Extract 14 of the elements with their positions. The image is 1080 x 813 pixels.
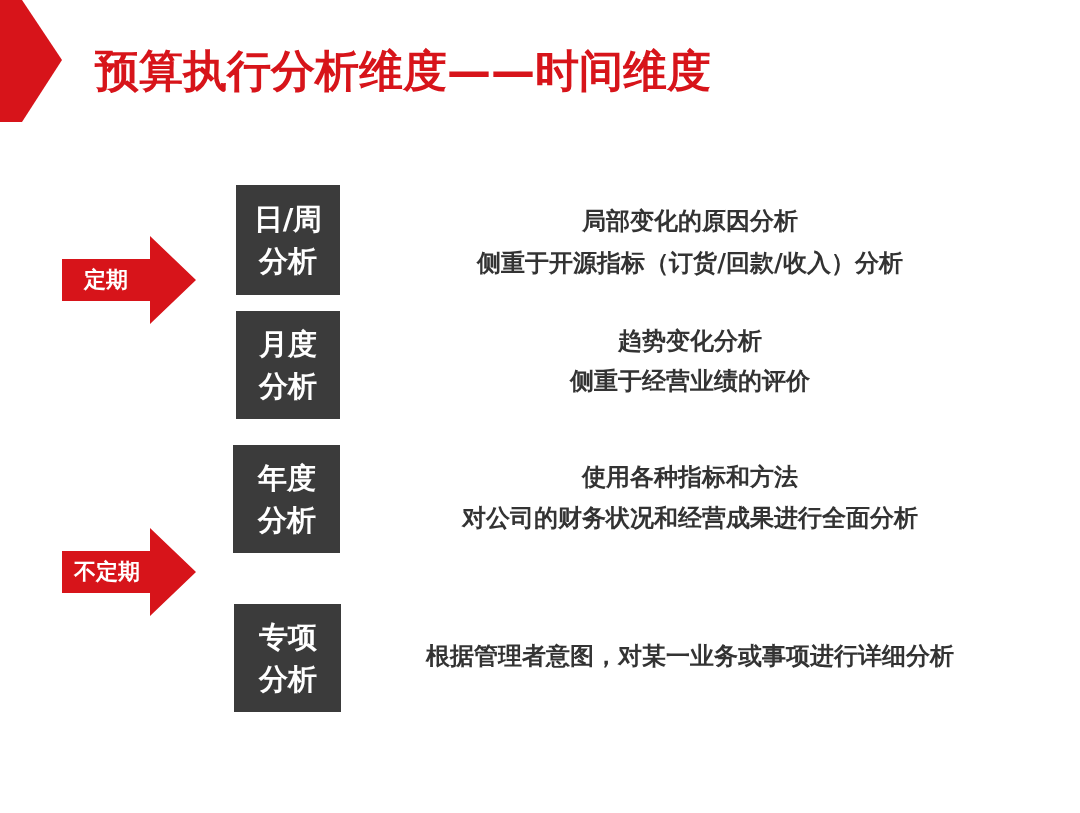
description-text: 根据管理者意图，对某一业务或事项进行详细分析 (426, 641, 954, 672)
label-box: 日/周分析 (236, 185, 340, 295)
description-text: 局部变化的原因分析 (582, 206, 798, 237)
slide-title: 预算执行分析维度——时间维度 (95, 44, 711, 98)
label-box: 年度分析 (233, 445, 340, 553)
arrow-shape: 不定期 (62, 528, 196, 616)
description-text: 对公司的财务状况和经营成果进行全面分析 (462, 503, 918, 534)
arrow-shape: 定期 (62, 236, 196, 324)
description-text: 趋势变化分析 (618, 326, 762, 357)
label-box: 专项分析 (234, 604, 341, 712)
label-box: 月度分析 (236, 311, 340, 419)
description-text: 使用各种指标和方法 (582, 462, 798, 493)
description-text: 侧重于开源指标（订货/回款/收入）分析 (477, 248, 903, 279)
description-text: 侧重于经营业绩的评价 (570, 366, 810, 397)
